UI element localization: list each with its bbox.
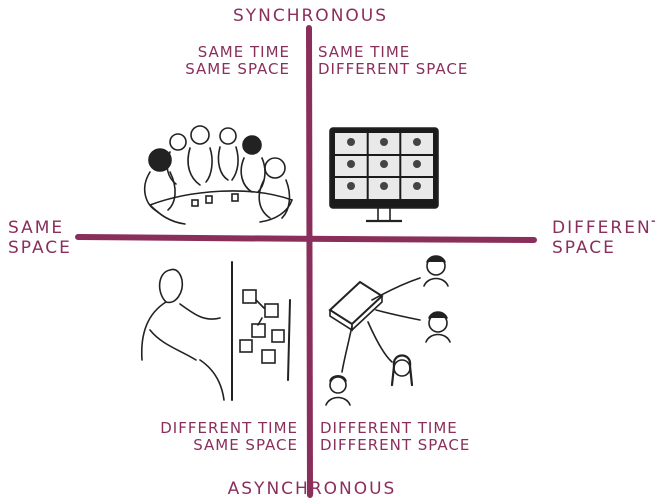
sticky-notes-wall-icon — [140, 261, 291, 401]
message-broadcast-icon — [325, 255, 451, 406]
axis-label-top: SYNCHRONOUS — [232, 6, 389, 26]
quadrant-label-top-right: SAME TIME DIFFERENT SPACE — [318, 43, 469, 79]
quadrant-label-top-left: SAME TIME SAME SPACE — [185, 43, 290, 79]
axis-label-bottom: ASYNCHRONOUS — [227, 479, 397, 499]
quadrant-label-bottom-left: DIFFERENT TIME SAME SPACE — [160, 419, 298, 455]
group-meeting-icon — [143, 125, 293, 225]
axis-label-right: DIFFERENT SPACE — [552, 218, 655, 258]
video-call-monitor-icon — [329, 127, 439, 223]
vertical-axis — [305, 25, 314, 498]
horizontal-axis — [75, 234, 537, 243]
axis-label-left: SAME SPACE — [8, 218, 72, 258]
quadrant-label-bottom-right: DIFFERENT TIME DIFFERENT SPACE — [320, 419, 471, 455]
